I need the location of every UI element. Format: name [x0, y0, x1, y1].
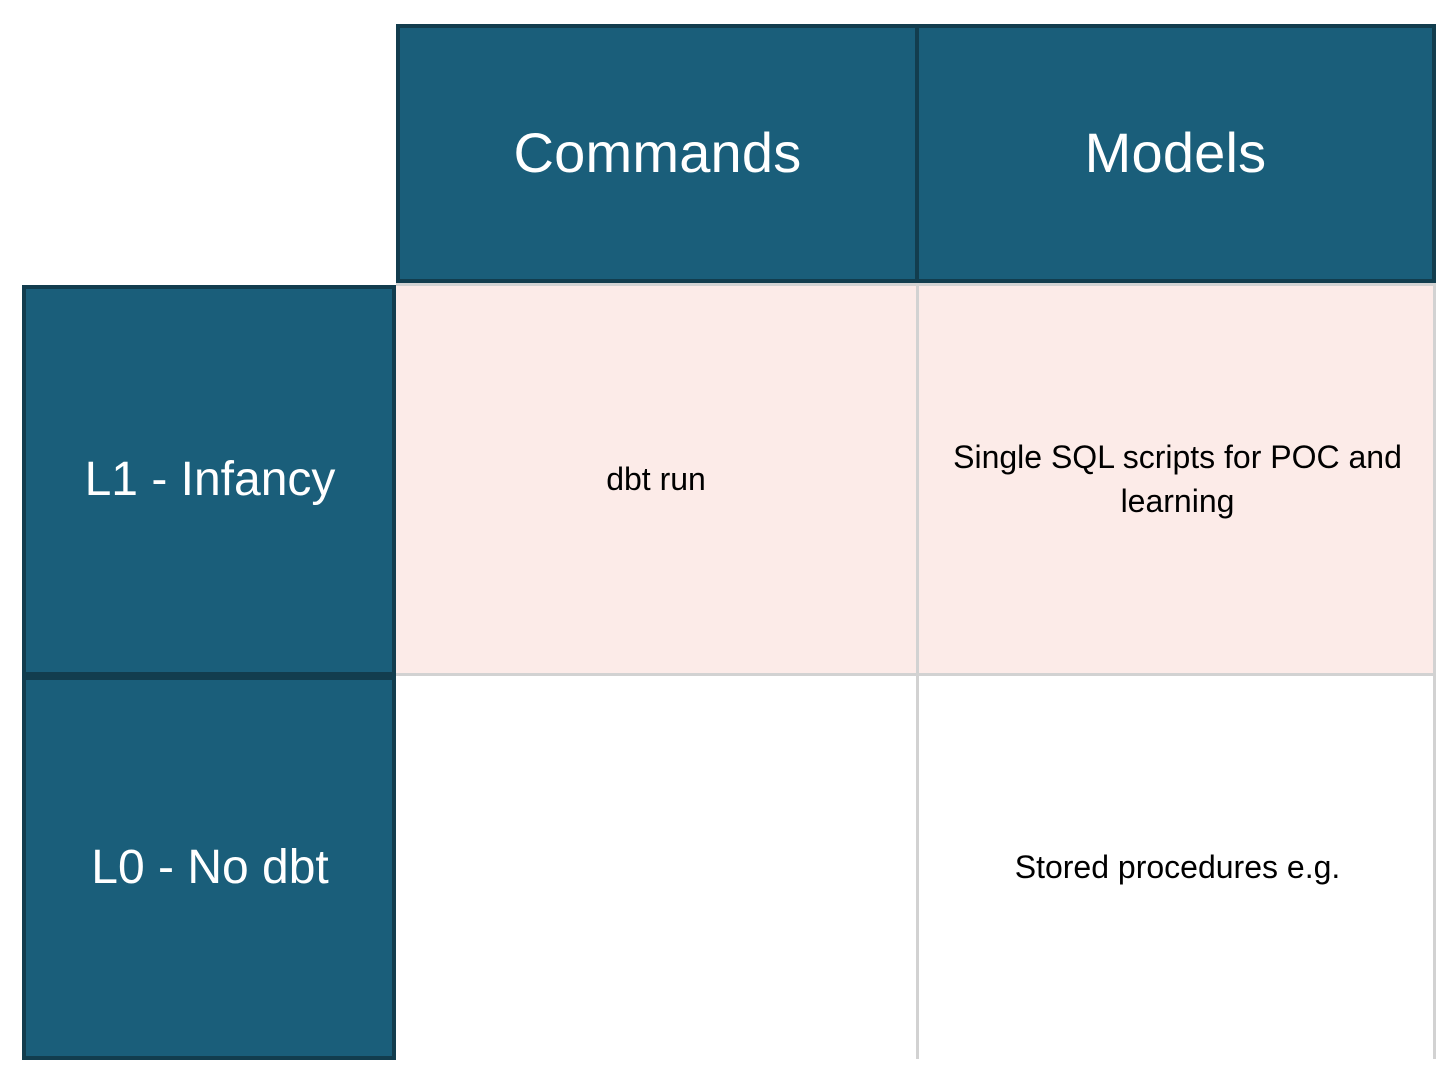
column-header-commands-label: Commands: [513, 121, 802, 185]
cell-l1-models: Single SQL scripts for POC and learning: [919, 286, 1436, 673]
column-header-models-label: Models: [1084, 121, 1267, 185]
column-header-models: Models: [915, 24, 1436, 283]
matrix-body: dbt run Single SQL scripts for POC and l…: [396, 283, 1436, 1059]
cell-l1-commands: dbt run: [396, 286, 919, 673]
row-header-l0: L0 - No dbt: [22, 676, 396, 1060]
row-header-l1-label: L1 - Infancy: [84, 453, 336, 507]
cell-l0-commands: [396, 676, 919, 1059]
cell-l0-models: Stored procedures e.g.: [919, 676, 1436, 1059]
row-header-l1: L1 - Infancy: [22, 285, 396, 676]
row-header-l0-label: L0 - No dbt: [91, 840, 329, 894]
column-header-commands: Commands: [396, 24, 919, 283]
cell-l0-models-text: Stored procedures e.g.: [1014, 848, 1341, 885]
matrix-row-l0: Stored procedures e.g.: [396, 676, 1433, 1059]
matrix-row-l1: dbt run Single SQL scripts for POC and l…: [396, 283, 1433, 676]
cell-l1-models-text: Single SQL scripts for POC and learning: [953, 439, 1402, 519]
cell-l1-commands-text: dbt run: [606, 460, 706, 497]
